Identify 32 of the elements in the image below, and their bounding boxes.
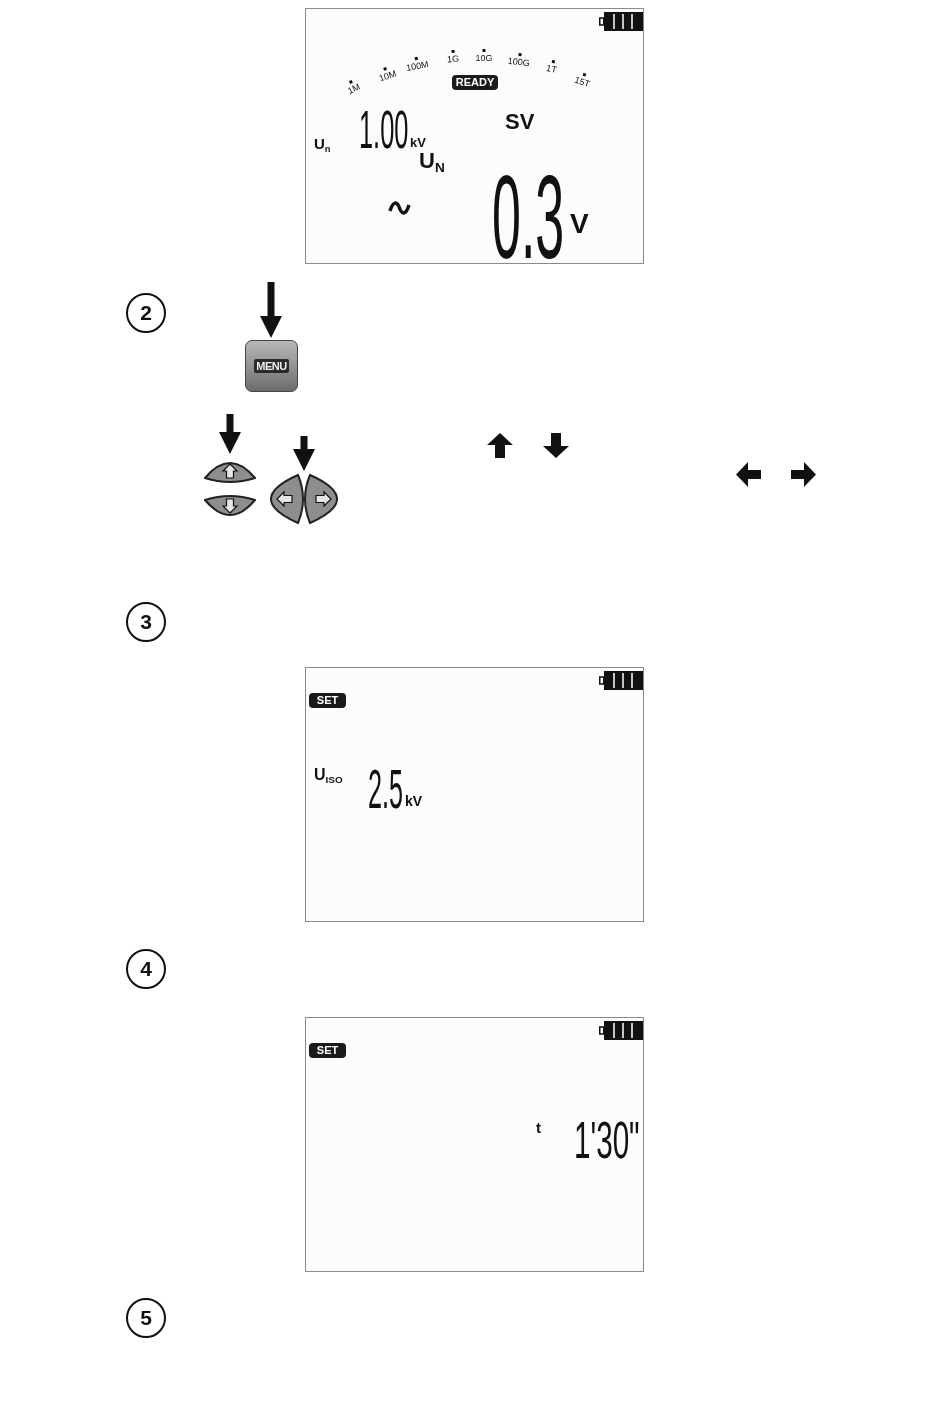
- range-label: 10M: [376, 64, 398, 84]
- lcd-screen: [305, 667, 644, 922]
- range-label: 100M: [404, 55, 430, 73]
- key-label: MENU: [254, 358, 289, 374]
- range-label: 1G: [446, 49, 460, 65]
- step-number: 2: [126, 293, 166, 333]
- status-badge: SET: [309, 1043, 346, 1058]
- unit-label: kV: [405, 794, 423, 808]
- range-label: 1M: [344, 78, 362, 96]
- status-badge: READY: [452, 75, 498, 90]
- unit-label: kV: [410, 136, 426, 149]
- unit-label: V: [570, 210, 589, 238]
- display-value: 1.00: [359, 109, 409, 150]
- display-value: 1'30": [574, 1121, 640, 1160]
- display-value: 0.3: [492, 173, 565, 262]
- range-label: 15T: [573, 70, 593, 90]
- range-label: 10G: [475, 49, 493, 63]
- step-number: 4: [126, 949, 166, 989]
- parameter-label: U$_{ISO}$: [314, 767, 343, 783]
- lcd-screen: [305, 8, 644, 264]
- parameter-label: U$_{N}$: [419, 150, 445, 172]
- range-label: 100G: [507, 51, 531, 69]
- status-badge: SET: [309, 693, 346, 708]
- parameter-label: U$_{n}$: [314, 136, 331, 151]
- mode-label: SV: [505, 111, 535, 133]
- menu-key: [245, 340, 298, 392]
- step-number: 3: [126, 602, 166, 642]
- display-value: 2.5: [368, 768, 404, 810]
- range-label: 1T: [545, 59, 559, 75]
- parameter-label: t: [536, 1120, 541, 1135]
- lcd-screen: [305, 1017, 644, 1272]
- step-number: 5: [126, 1298, 166, 1338]
